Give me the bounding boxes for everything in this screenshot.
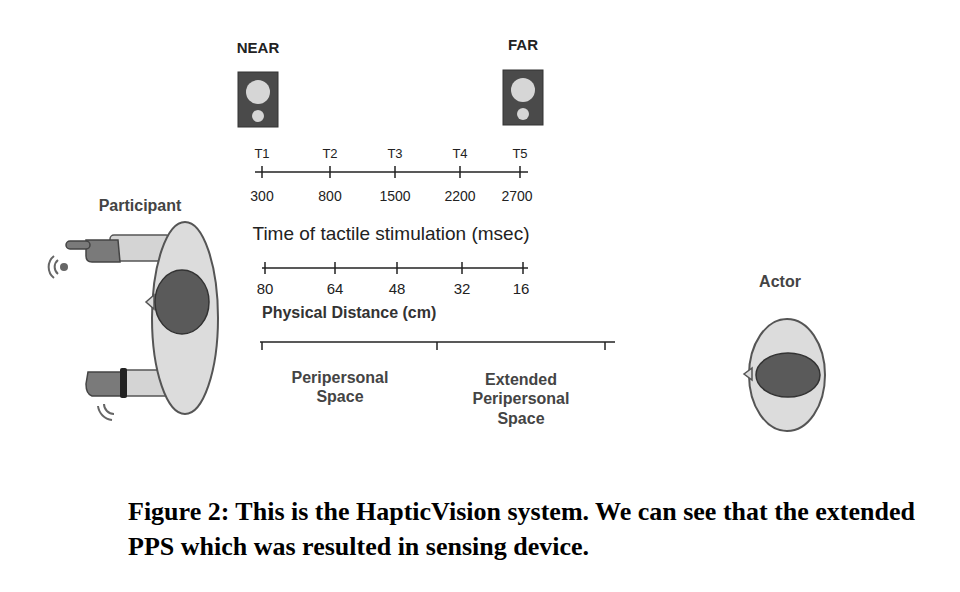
participant-nose bbox=[146, 295, 154, 309]
axis-title: Time of tactile stimulation (msec) bbox=[253, 223, 530, 246]
tick-value: 32 bbox=[454, 280, 471, 298]
tick-value: 2700 bbox=[501, 188, 532, 205]
axis-tick bbox=[261, 342, 263, 350]
axis-tick bbox=[334, 262, 336, 274]
axis-tick bbox=[519, 166, 521, 178]
axis-tick bbox=[261, 166, 263, 178]
vibration-symbol bbox=[98, 406, 112, 420]
stimulus-icon bbox=[238, 72, 278, 127]
time-point: T4 bbox=[452, 146, 467, 162]
tick-value: 800 bbox=[318, 188, 341, 205]
actor-body bbox=[749, 319, 825, 431]
icon-circle bbox=[517, 108, 529, 120]
region-label: Peripersonal Space bbox=[275, 368, 405, 406]
axis-tick bbox=[396, 262, 398, 274]
touch-symbol bbox=[55, 260, 58, 274]
axis-title: Physical Distance (cm) bbox=[262, 303, 436, 322]
participant-head bbox=[155, 270, 209, 334]
icon-circle bbox=[246, 80, 270, 104]
axis-tick bbox=[394, 166, 396, 178]
icon-circle bbox=[252, 110, 264, 122]
finger bbox=[66, 241, 90, 249]
figure-label: Actor bbox=[759, 272, 801, 291]
space-axis bbox=[260, 342, 615, 350]
time-axis bbox=[255, 166, 528, 178]
axis-tick bbox=[459, 166, 461, 178]
wrist-device bbox=[120, 368, 127, 398]
participant-body bbox=[152, 222, 218, 414]
tick-value: 48 bbox=[389, 280, 406, 298]
condition-heading: FAR bbox=[508, 36, 538, 54]
touch-symbol bbox=[49, 256, 54, 278]
pointing-hand bbox=[86, 240, 120, 262]
icon-square bbox=[238, 72, 278, 127]
icon-circle bbox=[511, 78, 535, 102]
axis-tick bbox=[522, 262, 524, 274]
axis-tick bbox=[436, 342, 438, 350]
region-label: Extended Peripersonal Space bbox=[461, 370, 581, 428]
icon-square bbox=[503, 70, 543, 125]
axis-tick bbox=[264, 262, 266, 274]
axis-line bbox=[255, 171, 528, 173]
axis-tick bbox=[329, 166, 331, 178]
figure-caption: Figure 2: This is the HapticVision syste… bbox=[128, 494, 928, 564]
axis-line bbox=[262, 267, 528, 269]
actor-figure bbox=[744, 319, 825, 431]
axis-tick bbox=[461, 262, 463, 274]
actor-head bbox=[756, 353, 820, 397]
condition-heading: NEAR bbox=[237, 39, 280, 57]
tick-value: 2200 bbox=[444, 188, 475, 205]
axis-tick bbox=[604, 342, 606, 350]
time-point: T3 bbox=[387, 146, 402, 162]
tick-value: 64 bbox=[327, 280, 344, 298]
actor-nose bbox=[744, 368, 752, 380]
time-point: T2 bbox=[322, 146, 337, 162]
touch-symbol bbox=[60, 263, 68, 271]
vibration-symbol bbox=[104, 404, 114, 414]
tick-value: 16 bbox=[513, 280, 530, 298]
tick-value: 300 bbox=[250, 188, 273, 205]
time-point: T5 bbox=[512, 146, 527, 162]
participant-figure bbox=[49, 222, 218, 420]
tick-value: 80 bbox=[257, 280, 274, 298]
stimulus-icon bbox=[503, 70, 543, 125]
time-point: T1 bbox=[254, 146, 269, 162]
tick-value: 1500 bbox=[379, 188, 410, 205]
figure-label: Participant bbox=[99, 196, 182, 215]
distance-axis bbox=[262, 262, 528, 274]
